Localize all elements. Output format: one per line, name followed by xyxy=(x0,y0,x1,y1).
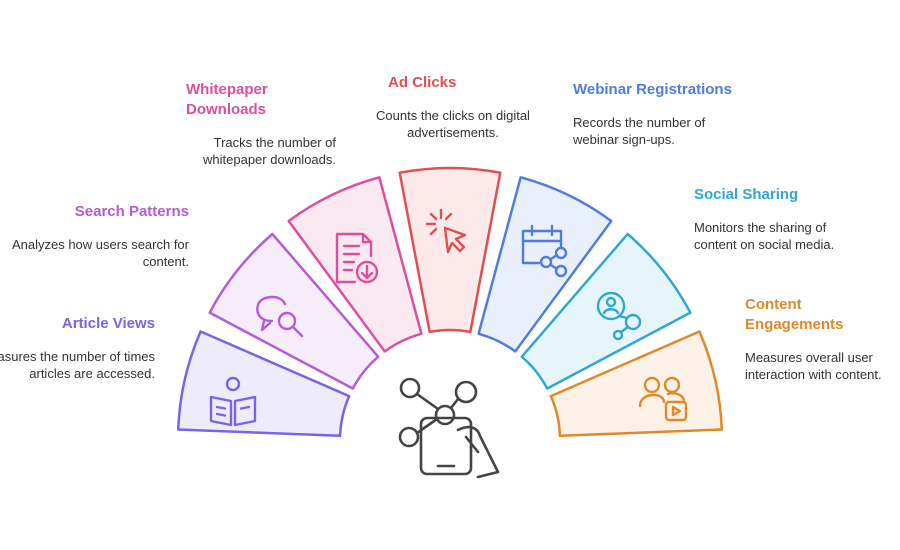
users-video-icon xyxy=(638,376,688,422)
segment-article-views xyxy=(176,330,351,438)
segment-title: Search Patterns xyxy=(74,203,189,220)
segment-description: Monitors the sharing of content on socia… xyxy=(694,220,835,252)
segment-title: Webinar Registrations xyxy=(573,81,732,98)
segment-description: Analyzes how users search for content. xyxy=(11,237,189,269)
segment-description: Measures overall user interaction with c… xyxy=(745,350,882,382)
label-ad-clicks: Ad Clicks Counts the clicks on digital a… xyxy=(368,73,538,141)
document-download-icon xyxy=(335,232,379,284)
label-whitepaper-downloads: Whitepaper Downloads Tracks the number o… xyxy=(186,80,336,168)
cursor-click-icon xyxy=(425,208,467,254)
label-webinar-registrations: Webinar Registrations Records the number… xyxy=(573,80,733,148)
segment-title: Article Views xyxy=(61,315,155,332)
segment-description: Tracks the number of whitepaper download… xyxy=(203,135,336,167)
segment-whitepaper-downloads xyxy=(287,176,423,353)
calendar-share-icon xyxy=(521,224,568,278)
segment-title: Ad Clicks xyxy=(388,74,457,91)
chat-search-icon xyxy=(256,295,304,338)
label-article-views: Article Views Measures the number of tim… xyxy=(0,314,155,382)
segment-title: Social Sharing xyxy=(694,186,799,203)
segment-description: Measures the number of times articles ar… xyxy=(0,349,155,381)
segment-webinar-registrations xyxy=(477,176,613,353)
reading-person-icon xyxy=(209,376,257,427)
segment-description: Records the number of webinar sign-ups. xyxy=(573,115,706,147)
segment-title: Whitepaper Downloads xyxy=(186,81,268,118)
label-content-engagements: Content Engagements Measures overall use… xyxy=(745,295,895,383)
fan-segments xyxy=(176,166,724,438)
user-network-icon xyxy=(596,291,642,341)
mobile-network-hand-icon xyxy=(398,377,500,479)
label-social-sharing: Social Sharing Monitors the sharing of c… xyxy=(694,185,854,253)
label-search-patterns: Search Patterns Analyzes how users searc… xyxy=(9,202,189,270)
segment-description: Counts the clicks on digital advertiseme… xyxy=(376,108,530,140)
segment-title: Content Engagements xyxy=(745,296,844,333)
segment-search-patterns xyxy=(208,232,380,390)
